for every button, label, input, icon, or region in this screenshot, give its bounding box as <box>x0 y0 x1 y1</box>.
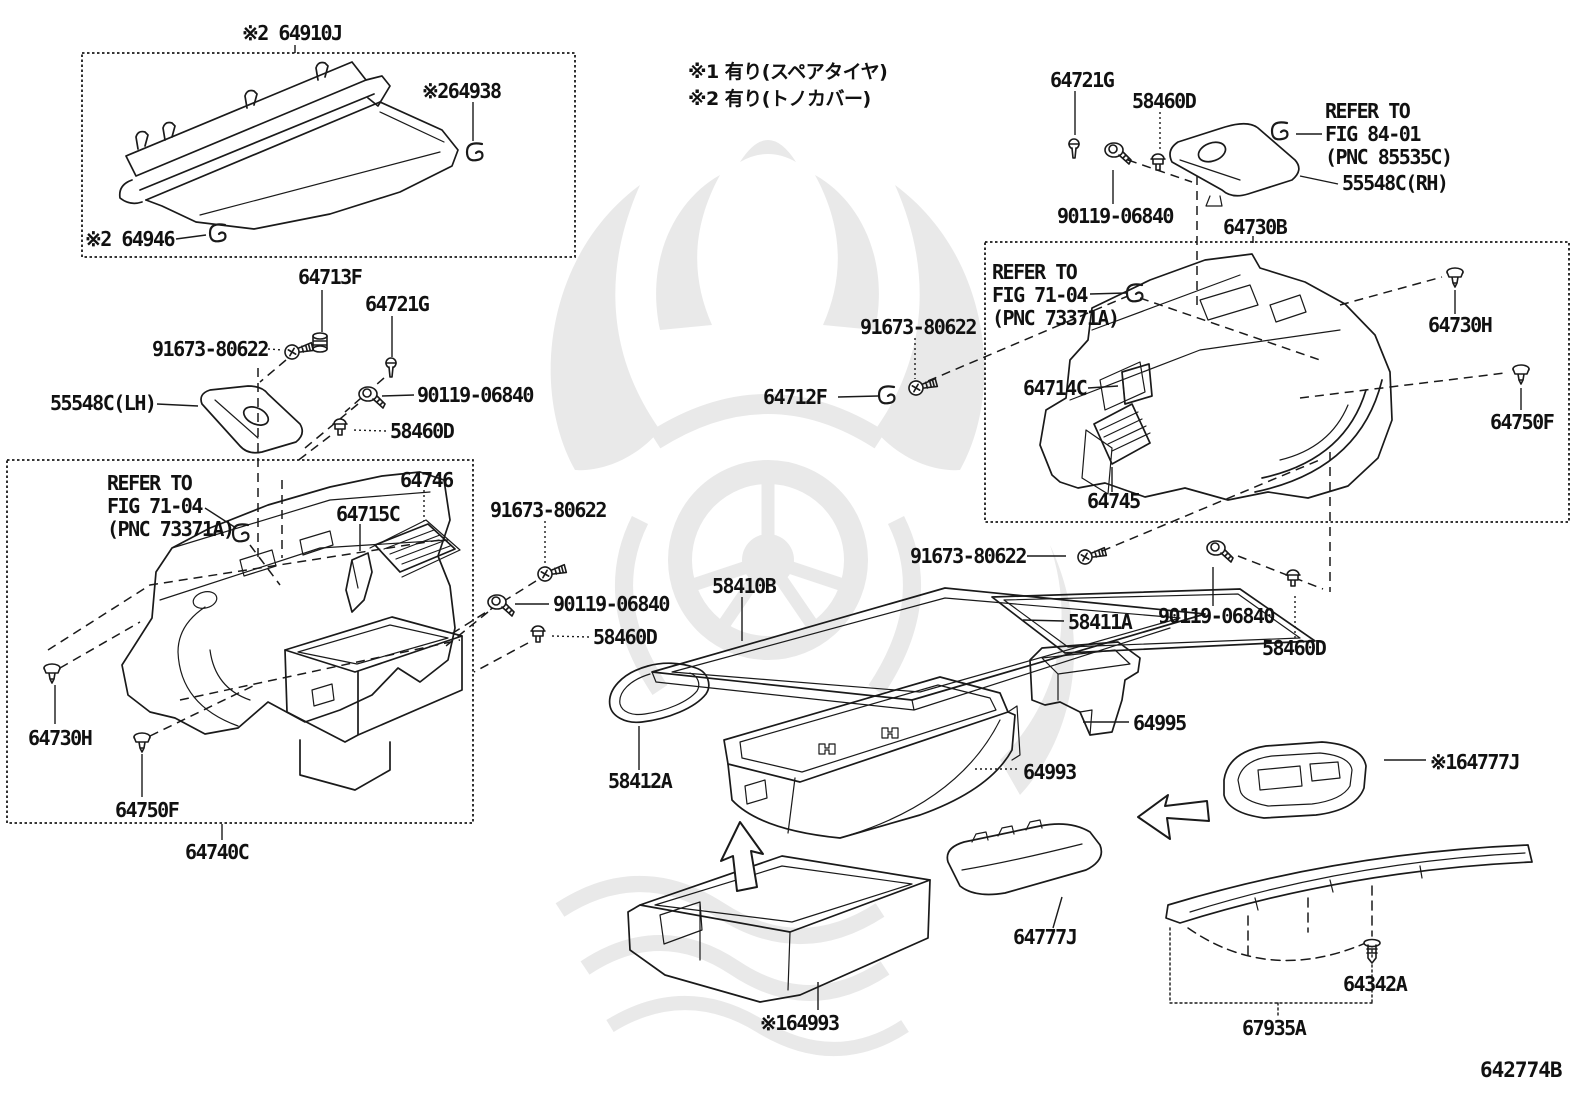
label-64721g-rh: 64721G <box>1050 68 1115 92</box>
label-55548c-rh: 55548C(RH) <box>1342 171 1447 195</box>
label-64746: 64746 <box>400 468 453 492</box>
label-pnc-85535c: (PNC 85535C) <box>1325 145 1452 169</box>
part-deck-trim-rh <box>1039 253 1393 501</box>
label-58410b: 58410B <box>712 574 777 598</box>
clip-64712f-icon <box>877 385 896 405</box>
screw-91673-icon <box>535 561 568 584</box>
refer-clip-icon <box>1270 121 1289 141</box>
label-64745: 64745 <box>1087 489 1140 513</box>
label-58411a: 58411A <box>1068 610 1133 634</box>
part-deck-board-58411a <box>991 588 1316 654</box>
grommet-64730h-icon <box>43 663 61 684</box>
label-58460d-a: 58460D <box>390 419 455 443</box>
label-64946: ※2 64946 <box>85 227 175 251</box>
tonneau-group-box <box>81 52 576 258</box>
clip-64946-icon <box>208 223 227 243</box>
grommet-64713f-icon <box>312 332 328 353</box>
label-64730h-rh: 64730H <box>1428 313 1492 337</box>
part-55548c-lh <box>200 385 304 454</box>
part-tonneau-cover <box>118 61 459 230</box>
label-64730h-lh: 64730H <box>28 726 92 750</box>
label-64777j-note: ※164777J <box>1430 750 1519 774</box>
clip-58460d-icon <box>1285 569 1301 587</box>
label-91673-80622-d: 91673-80622 <box>910 544 1026 568</box>
label-58460d-d: 58460D <box>1262 636 1327 660</box>
clip-58460d-icon <box>332 418 348 436</box>
watermark <box>550 140 1074 1056</box>
grommet-64750f-icon <box>1512 364 1530 385</box>
label-64712f: 64712F <box>763 385 827 409</box>
label-58460d-b: 58460D <box>593 625 658 649</box>
grommet-64730h-icon <box>1446 267 1464 288</box>
label-91673-80622-c: 91673-80622 <box>860 315 976 339</box>
label-64740c: 64740C <box>185 840 249 864</box>
left-arrow-icon <box>1137 794 1210 840</box>
grommet-64750f-icon <box>133 732 151 753</box>
clip-64938-icon <box>465 142 484 162</box>
lh-trim-group-box <box>6 459 474 824</box>
bolt-90119-icon <box>358 386 386 409</box>
part-deck-board-58410b <box>651 587 1206 711</box>
note-spare-tire: ※1 有り(スペアタイヤ) <box>688 60 887 83</box>
pin-64721g-icon <box>1068 138 1080 159</box>
rh-trim-group-box <box>984 241 1570 523</box>
part-tool-tray-64777j-1 <box>1223 741 1367 819</box>
frame-boxes <box>6 52 1570 824</box>
label-64342a: 64342A <box>1343 972 1408 996</box>
bolt-90119-icon <box>1104 142 1132 165</box>
part-55548c-rh <box>1169 122 1300 207</box>
label-64750f-lh: 64750F <box>115 798 179 822</box>
label-64910j: ※2 64910J <box>242 21 342 45</box>
label-58460d-c: 58460D <box>1132 89 1197 113</box>
part-spacer-64777j <box>946 819 1103 896</box>
part-support-64995 <box>1029 641 1141 736</box>
label-64714c: 64714C <box>1023 376 1087 400</box>
label-refer-to-box: REFER TO <box>992 260 1078 284</box>
dashed-lines <box>47 159 1506 737</box>
label-refer-to-lh: REFER TO <box>107 471 193 495</box>
label-fig-84-01: FIG 84-01 <box>1325 122 1421 146</box>
label-64995: 64995 <box>1133 711 1186 735</box>
label-55548c-lh: 55548C(LH) <box>50 391 155 415</box>
label-64993: 64993 <box>1023 760 1076 784</box>
up-arrow-icon <box>720 821 764 892</box>
part-deck-board-58412a <box>608 662 710 724</box>
label-fig-71-04-lh: FIG 71-04 <box>107 494 203 518</box>
label-pnc-73371a-lh: (PNC 73371A) <box>107 517 234 541</box>
bolt-90119-icon <box>1206 540 1234 563</box>
part-scuff-plate <box>1165 844 1533 1016</box>
label-64713f: 64713F <box>298 265 362 289</box>
label-pnc-73371a-box: (PNC 73371A) <box>992 306 1119 330</box>
label-67935a: 67935A <box>1242 1016 1307 1040</box>
label-64750f-rh: 64750F <box>1490 410 1554 434</box>
leader-lines <box>54 45 1522 1010</box>
label-90119-06840-d: 90119-06840 <box>1158 604 1274 628</box>
label-64777j: 64777J <box>1013 925 1076 949</box>
pin-64721g-icon <box>385 357 397 378</box>
label-91673-80622-a: 91673-80622 <box>152 337 268 361</box>
labels: ※2 64910J ※264938 ※2 64946 64713F 64721G… <box>28 21 1563 1082</box>
label-90119-06840-b: 90119-06840 <box>553 592 669 616</box>
bolt-90119-icon <box>487 594 515 617</box>
label-fig-71-04-box: FIG 71-04 <box>992 283 1088 307</box>
note-tonneau-cover: ※2 有り(トノカバー) <box>688 87 871 110</box>
label-64730b: 64730B <box>1223 215 1288 239</box>
screw-91673-icon <box>1075 544 1108 567</box>
label-91673-80622-b: 91673-80622 <box>490 498 606 522</box>
label-90119-06840-c: 90119-06840 <box>1057 204 1173 228</box>
label-refer-to-rh: REFER TO <box>1325 99 1411 123</box>
label-64721g-lh: 64721G <box>365 292 430 316</box>
label-90119-06840-a: 90119-06840 <box>417 383 533 407</box>
label-64993-note: ※164993 <box>760 1011 839 1035</box>
label-64938: ※264938 <box>422 79 501 103</box>
clip-58460d-icon <box>1150 153 1166 171</box>
clip-58460d-icon <box>530 625 546 643</box>
diagram-code: 642774B <box>1480 1058 1562 1082</box>
label-58412a: 58412A <box>608 769 673 793</box>
label-64715c: 64715C <box>336 502 400 526</box>
screw-91673-icon <box>282 339 315 362</box>
part-deck-floor-box <box>723 676 1021 839</box>
